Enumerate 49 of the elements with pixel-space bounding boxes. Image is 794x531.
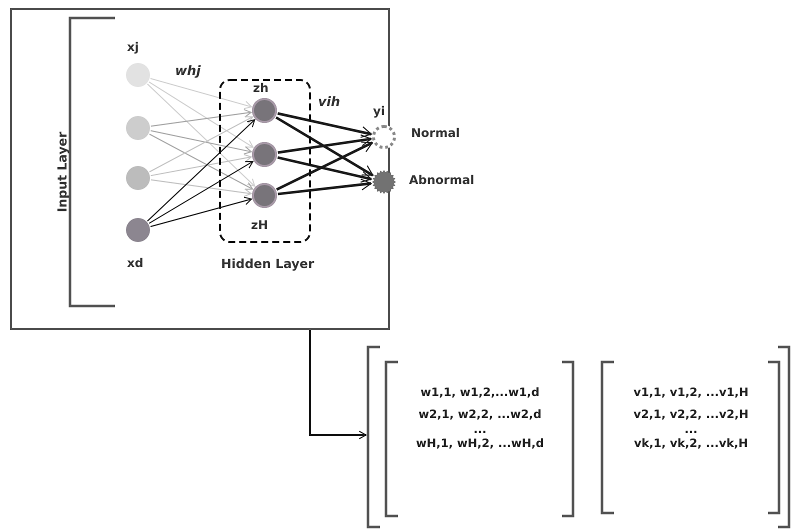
node-label: zh <box>253 81 269 95</box>
arrow <box>278 178 372 196</box>
arrow <box>150 179 252 197</box>
input-neuron <box>126 63 150 87</box>
node-label: yi <box>373 104 385 118</box>
output-neuron <box>372 125 396 149</box>
matrix-row-text: ... <box>472 424 488 434</box>
arrow <box>147 84 256 187</box>
arrow <box>276 142 373 191</box>
arrow <box>150 78 252 110</box>
arrow <box>150 109 252 127</box>
arrow <box>150 130 252 155</box>
layer-label: Hidden Layer <box>221 257 314 271</box>
input-neuron <box>126 218 150 242</box>
weight-label: vih <box>318 96 340 110</box>
arrow <box>150 196 252 228</box>
arrow <box>149 116 254 172</box>
input-neuron <box>126 116 150 140</box>
node-label: Abnormal <box>409 173 474 187</box>
weight-matrix <box>384 360 576 518</box>
matrix-row-text: v1,1, v1,2, ...v1,H <box>632 385 750 399</box>
arrow <box>277 156 372 183</box>
arrow <box>150 154 252 176</box>
arrow <box>309 330 367 440</box>
matrix-bracket <box>366 345 792 529</box>
matrix-row-text: ... <box>683 424 699 434</box>
arrow <box>278 134 372 154</box>
hidden-neuron <box>252 183 277 208</box>
arrow <box>148 81 254 148</box>
arrow <box>147 119 256 222</box>
hidden-neuron <box>252 98 277 123</box>
node-label: xj <box>127 40 139 54</box>
weight-matrix <box>600 360 782 515</box>
matrix-row-text: w1,1, w1,2,...w1,d <box>419 385 541 399</box>
weight-label: whj <box>175 65 201 79</box>
arrow <box>149 134 254 190</box>
output-neuron <box>372 170 396 194</box>
arrow <box>277 112 372 138</box>
matrix-row-text: vk,1, vk,2, ...vk,H <box>632 436 750 450</box>
matrix-row-text: w2,1, w2,2, ...w2,d <box>417 407 543 421</box>
hidden-neuron <box>252 142 277 167</box>
node-label: xd <box>127 256 144 270</box>
layer-label: Input Layer <box>55 132 70 212</box>
matrix-row-text: wH,1, wH,2, ...wH,d <box>415 436 545 450</box>
matrix-row-text: v2,1, v2,2, ...v2,H <box>632 407 750 421</box>
arrow <box>148 160 254 224</box>
node-label: zH <box>251 218 268 232</box>
input-neuron <box>126 166 150 190</box>
node-label: Normal <box>411 126 460 140</box>
